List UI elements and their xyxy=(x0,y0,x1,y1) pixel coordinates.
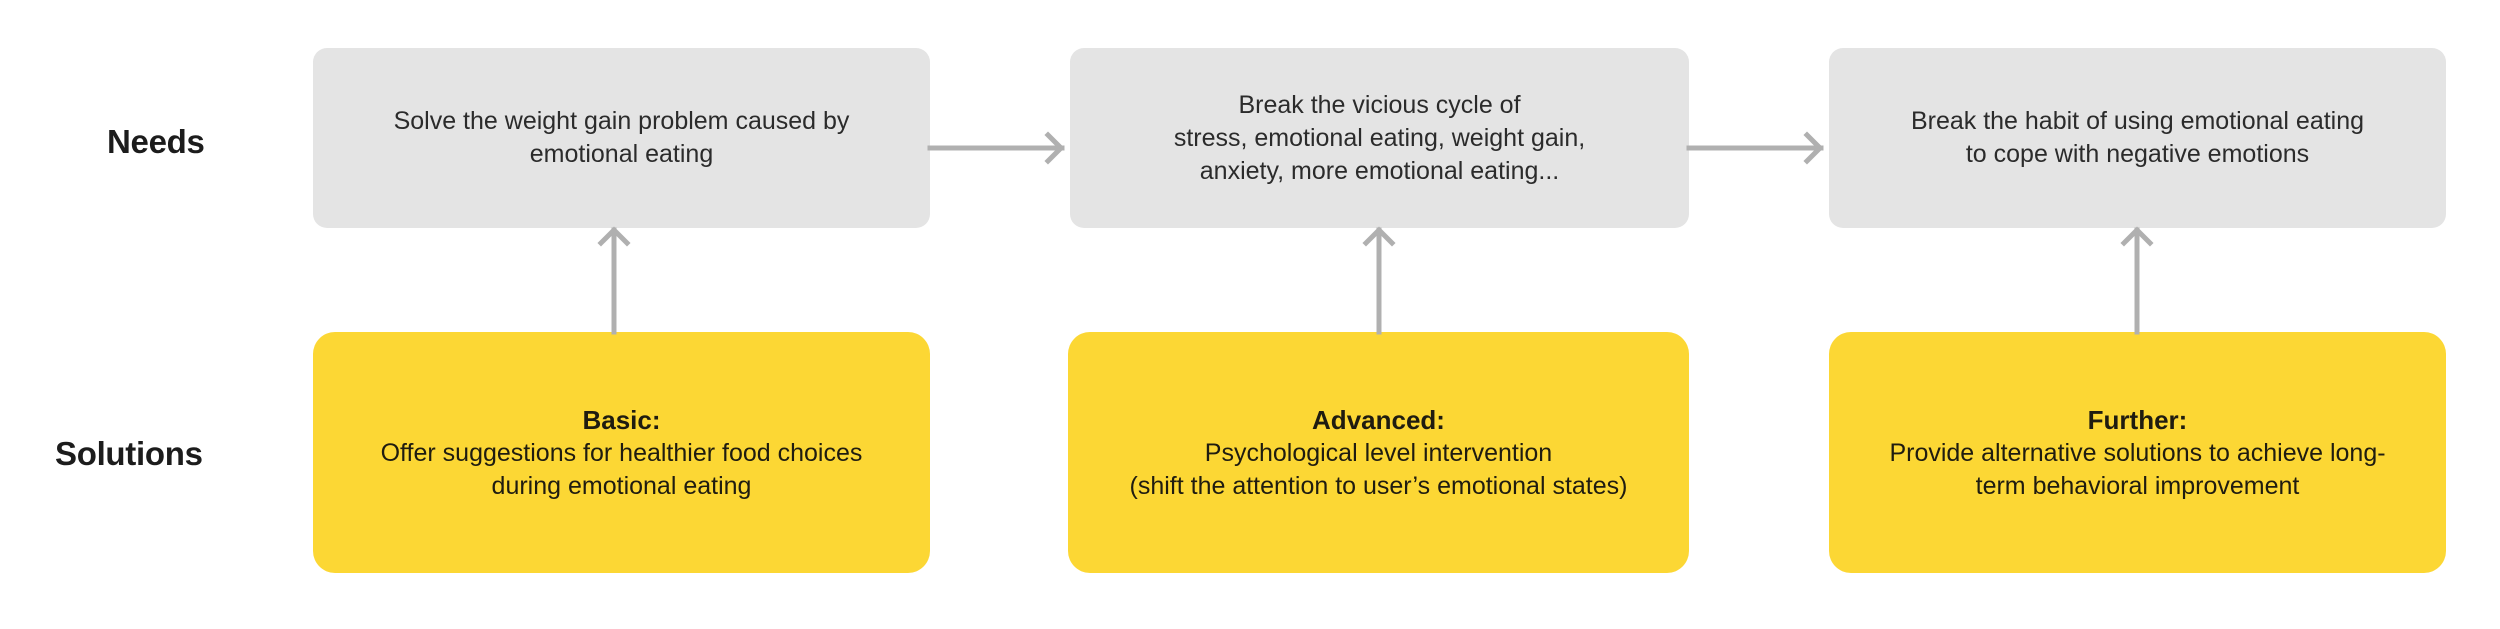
need-box-2[interactable]: Break the vicious cycle of stress, emoti… xyxy=(1070,48,1689,228)
arrow-up-icon-solution-3-to-need-3 xyxy=(2120,226,2154,335)
arrow-up-icon-solution-1-to-need-1 xyxy=(597,226,631,335)
need-box-1-line-1: Solve the weight gain problem caused by xyxy=(393,107,850,135)
need-box-2-line-1: Break the vicious cycle of xyxy=(1238,90,1521,119)
solution-box-2-line-2: (shift the attention to user’s emotional… xyxy=(1129,471,1628,500)
need-box-3[interactable]: Break the habit of using emotional eatin… xyxy=(1829,48,2446,228)
solution-box-1[interactable]: Basic: Offer suggestions for healthier f… xyxy=(313,332,930,573)
solution-box-2[interactable]: Advanced: Psychological level interventi… xyxy=(1068,332,1689,573)
solution-box-2-line-1: Psychological level intervention xyxy=(1204,438,1553,467)
need-box-1-line-2: emotional eating xyxy=(529,140,714,168)
solution-box-3-line-2: term behavioral improvement xyxy=(1975,471,2300,500)
row-label-solutions: Solutions xyxy=(55,435,203,472)
need-box-2-line-3: anxiety, more emotional eating... xyxy=(1199,156,1560,185)
solution-box-3[interactable]: Further: Provide alternative solutions t… xyxy=(1829,332,2446,573)
solution-box-1-line-1: Offer suggestions for healthier food cho… xyxy=(380,438,863,467)
arrow-right-icon-need-1-to-need-2 xyxy=(927,131,1065,165)
need-box-2-line-2: stress, emotional eating, weight gain, xyxy=(1173,123,1586,152)
need-box-1[interactable]: Solve the weight gain problem caused by … xyxy=(313,48,930,228)
solution-box-1-title: Basic: xyxy=(582,404,661,435)
solution-box-3-title: Further: xyxy=(2087,404,2188,435)
solution-box-1-line-2: during emotional eating xyxy=(491,471,752,500)
row-label-needs: Needs xyxy=(107,123,205,160)
arrow-up-icon-solution-2-to-need-2 xyxy=(1362,226,1396,335)
solution-box-3-line-1: Provide alternative solutions to achieve… xyxy=(1889,438,2386,467)
solution-box-2-title: Advanced: xyxy=(1312,404,1445,435)
arrow-right-icon-need-2-to-need-3 xyxy=(1686,131,1824,165)
need-box-3-line-1: Break the habit of using emotional eatin… xyxy=(1910,107,2365,135)
need-box-3-line-2: to cope with negative emotions xyxy=(1965,140,2310,168)
